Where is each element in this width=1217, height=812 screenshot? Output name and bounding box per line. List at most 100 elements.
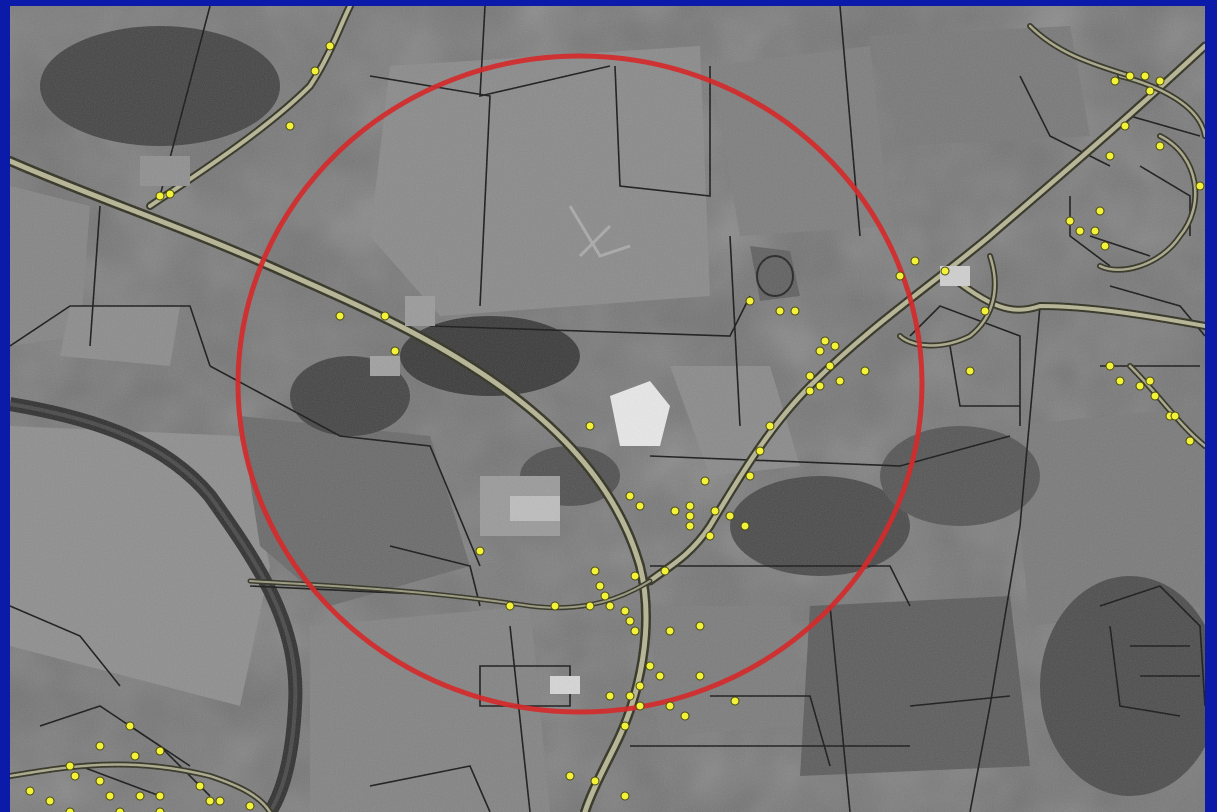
address-point-61[interactable] (695, 671, 705, 681)
address-point-91[interactable] (1185, 436, 1195, 446)
address-point-97[interactable] (70, 771, 80, 781)
address-point-16[interactable] (830, 341, 840, 351)
address-point-38[interactable] (625, 491, 635, 501)
address-point-41[interactable] (685, 511, 695, 521)
address-point-42[interactable] (660, 566, 670, 576)
address-point-80[interactable] (1075, 226, 1085, 236)
address-point-78[interactable] (1195, 181, 1205, 191)
address-point-22[interactable] (805, 386, 815, 396)
address-point-77[interactable] (1105, 151, 1115, 161)
address-point-26[interactable] (980, 306, 990, 316)
address-point-44[interactable] (590, 566, 600, 576)
address-point-30[interactable] (745, 471, 755, 481)
address-point-9[interactable] (585, 421, 595, 431)
address-point-55[interactable] (695, 621, 705, 631)
address-point-82[interactable] (1095, 206, 1105, 216)
address-point-94[interactable] (130, 751, 140, 761)
address-point-86[interactable] (1135, 381, 1145, 391)
address-point-105[interactable] (245, 801, 255, 811)
address-point-54[interactable] (665, 626, 675, 636)
address-point-19[interactable] (815, 381, 825, 391)
address-point-103[interactable] (205, 796, 215, 806)
address-point-10[interactable] (475, 546, 485, 556)
address-point-34[interactable] (725, 511, 735, 521)
address-point-69[interactable] (620, 791, 630, 801)
address-point-28[interactable] (765, 421, 775, 431)
address-point-21[interactable] (860, 366, 870, 376)
address-point-93[interactable] (95, 741, 105, 751)
address-point-102[interactable] (195, 781, 205, 791)
address-point-12[interactable] (775, 306, 785, 316)
address-point-49[interactable] (550, 601, 560, 611)
address-point-109[interactable] (115, 807, 125, 812)
address-point-110[interactable] (155, 807, 165, 812)
address-point-48[interactable] (585, 601, 595, 611)
address-point-65[interactable] (680, 711, 690, 721)
address-point-98[interactable] (95, 776, 105, 786)
address-point-84[interactable] (1105, 361, 1115, 371)
address-point-63[interactable] (635, 701, 645, 711)
address-point-58[interactable] (635, 681, 645, 691)
address-point-107[interactable] (45, 796, 55, 806)
address-point-8[interactable] (390, 346, 400, 356)
address-point-6[interactable] (335, 311, 345, 321)
address-point-52[interactable] (625, 616, 635, 626)
address-point-15[interactable] (815, 346, 825, 356)
address-point-76[interactable] (1155, 141, 1165, 151)
address-point-36[interactable] (685, 521, 695, 531)
address-point-23[interactable] (895, 271, 905, 281)
address-point-31[interactable] (700, 476, 710, 486)
address-point-79[interactable] (1065, 216, 1075, 226)
address-points[interactable] (25, 41, 1205, 812)
address-point-27[interactable] (965, 366, 975, 376)
address-point-14[interactable] (820, 336, 830, 346)
address-point-59[interactable] (625, 691, 635, 701)
address-point-47[interactable] (605, 601, 615, 611)
address-point-75[interactable] (1120, 121, 1130, 131)
address-point-99[interactable] (105, 791, 115, 801)
map-canvas[interactable] (10, 6, 1205, 812)
address-point-32[interactable] (685, 501, 695, 511)
address-point-17[interactable] (825, 361, 835, 371)
buffer-circle-outline[interactable] (235, 53, 925, 715)
address-point-108[interactable] (65, 807, 75, 812)
address-point-3[interactable] (285, 121, 295, 131)
address-point-81[interactable] (1090, 226, 1100, 236)
address-point-1[interactable] (325, 41, 335, 51)
address-point-73[interactable] (1145, 86, 1155, 96)
address-point-29[interactable] (755, 446, 765, 456)
address-point-25[interactable] (940, 266, 950, 276)
address-point-85[interactable] (1115, 376, 1125, 386)
address-point-50[interactable] (505, 601, 515, 611)
address-point-5[interactable] (165, 189, 175, 199)
aerial-map[interactable] (10, 6, 1205, 812)
address-point-45[interactable] (595, 581, 605, 591)
address-point-60[interactable] (605, 691, 615, 701)
address-point-53[interactable] (630, 626, 640, 636)
address-point-56[interactable] (645, 661, 655, 671)
address-point-88[interactable] (1145, 376, 1155, 386)
address-point-57[interactable] (655, 671, 665, 681)
address-point-70[interactable] (1110, 76, 1120, 86)
address-point-51[interactable] (620, 606, 630, 616)
address-point-71[interactable] (1125, 71, 1135, 81)
address-point-43[interactable] (630, 571, 640, 581)
address-point-66[interactable] (620, 721, 630, 731)
address-point-67[interactable] (565, 771, 575, 781)
address-point-62[interactable] (730, 696, 740, 706)
address-point-11[interactable] (745, 296, 755, 306)
address-point-20[interactable] (835, 376, 845, 386)
address-point-106[interactable] (25, 786, 35, 796)
address-point-35[interactable] (740, 521, 750, 531)
address-point-68[interactable] (590, 776, 600, 786)
address-point-90[interactable] (1170, 411, 1180, 421)
address-point-101[interactable] (155, 791, 165, 801)
address-point-37[interactable] (705, 531, 715, 541)
address-point-64[interactable] (665, 701, 675, 711)
address-point-40[interactable] (670, 506, 680, 516)
address-point-2[interactable] (310, 66, 320, 76)
address-point-100[interactable] (135, 791, 145, 801)
address-point-39[interactable] (635, 501, 645, 511)
address-point-72[interactable] (1140, 71, 1150, 81)
address-point-95[interactable] (155, 746, 165, 756)
